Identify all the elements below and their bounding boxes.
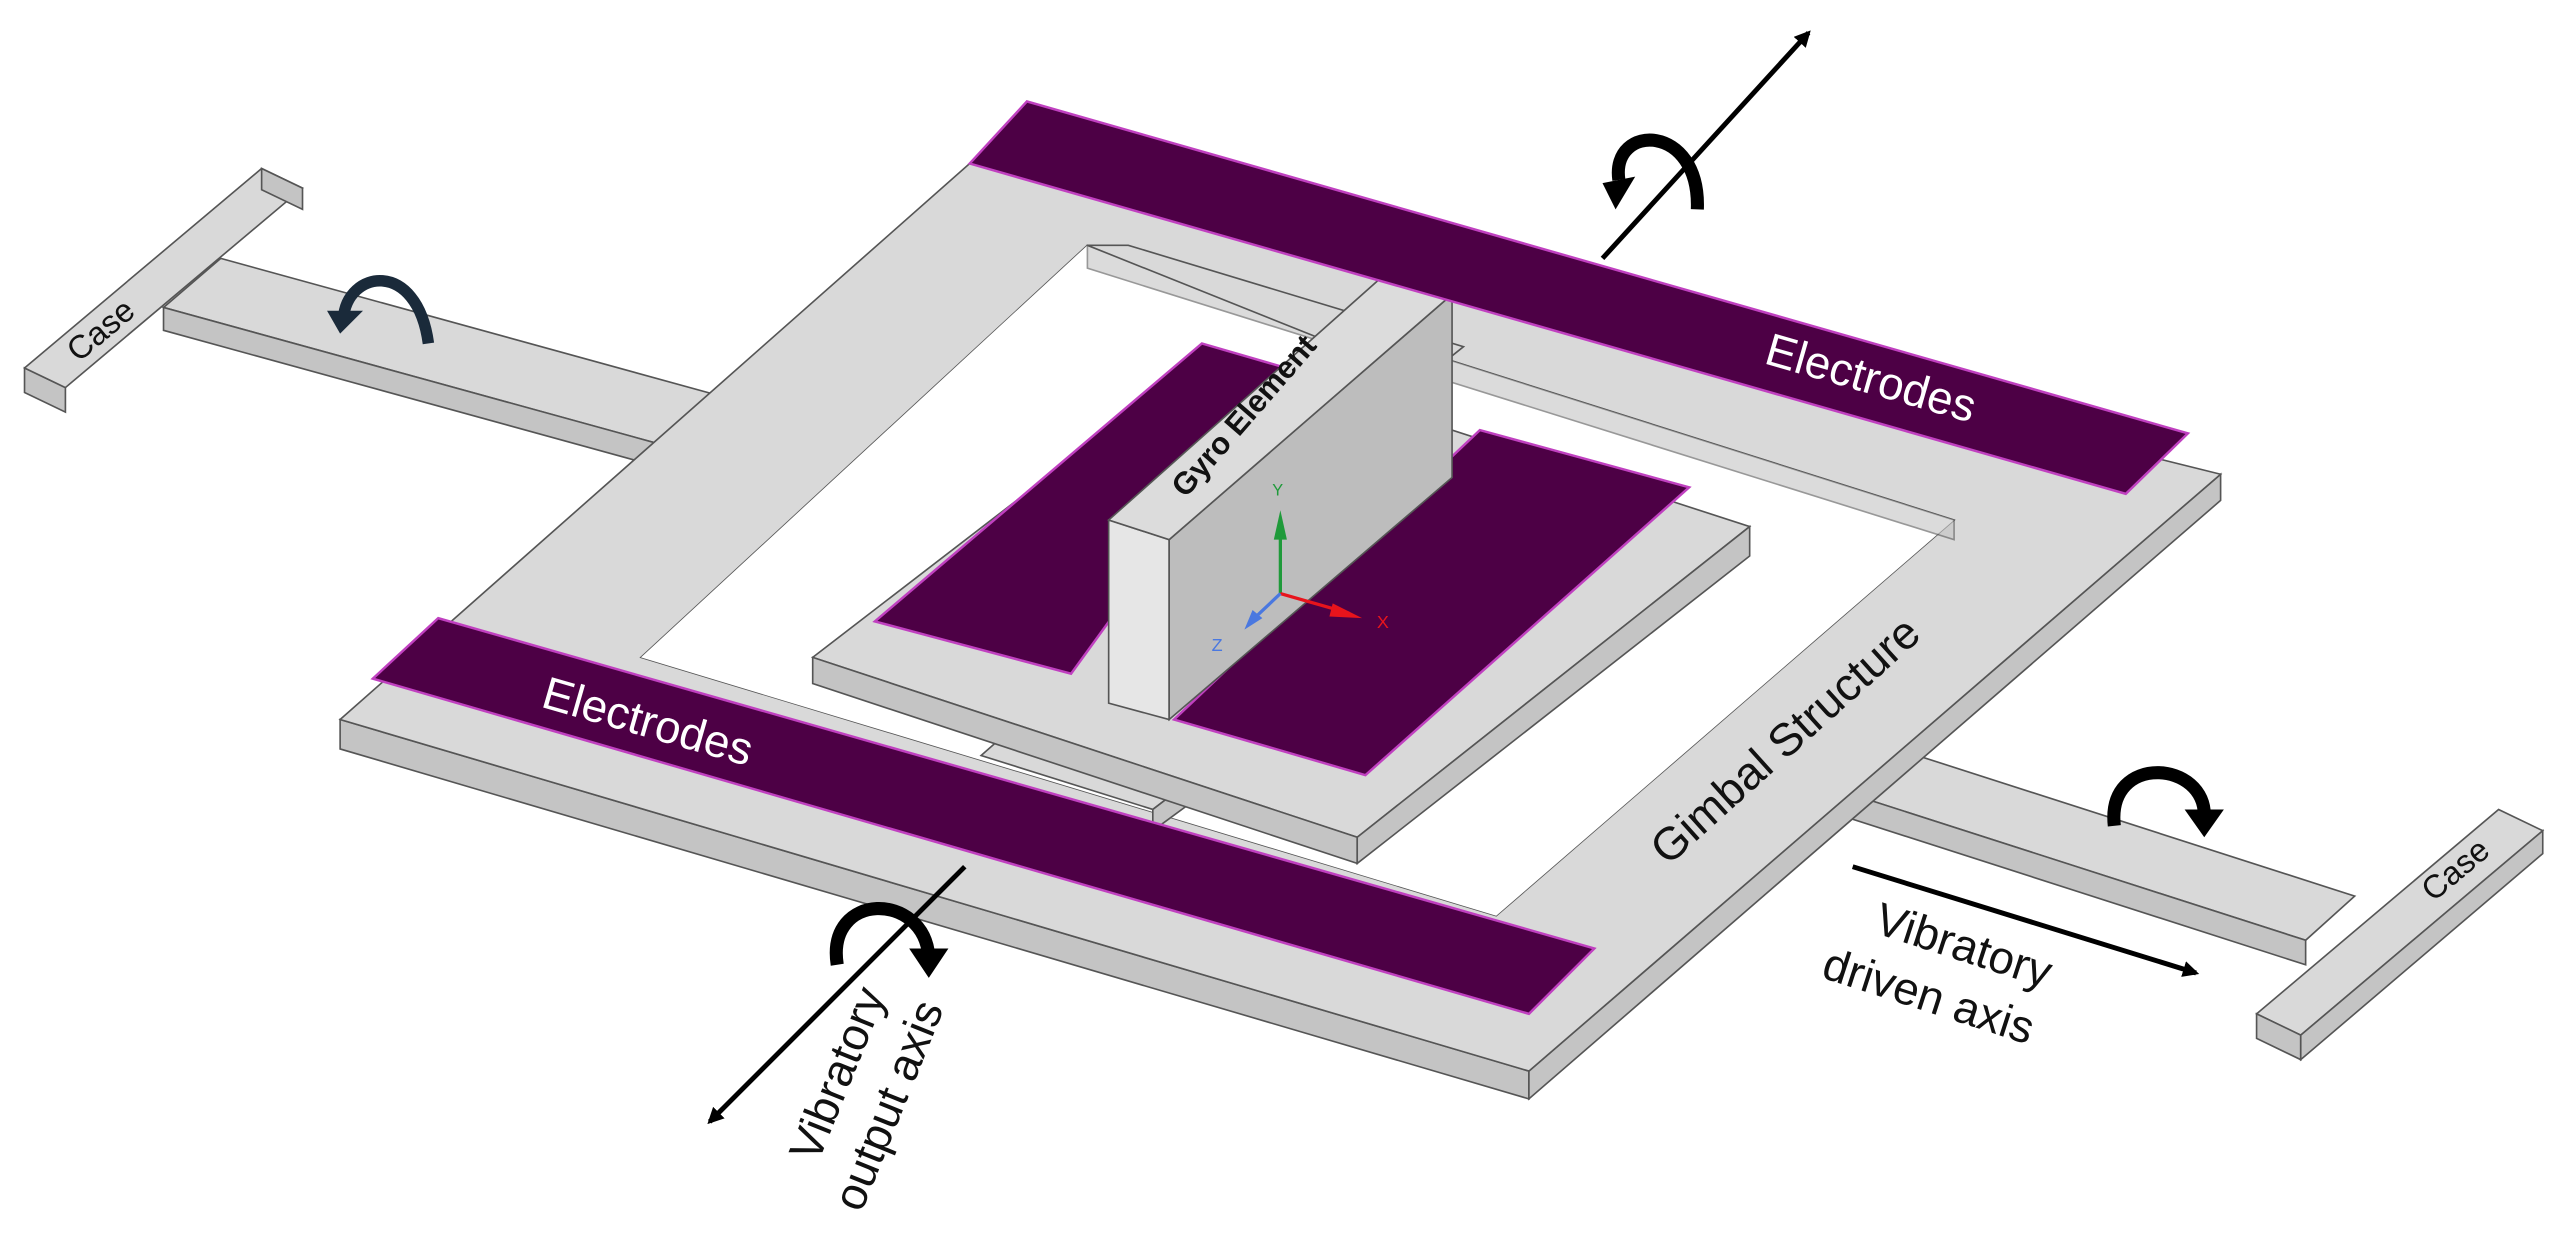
- output-axis-label: Vibratory output axis: [780, 980, 954, 1218]
- output-axis-arrow: [707, 864, 967, 1125]
- x-axis-arrow-icon: [1329, 603, 1363, 619]
- case-left: Case: [23, 167, 722, 469]
- case-right: Case: [1846, 748, 2545, 1062]
- rotation-arrow-icon-bottom: [829, 902, 949, 978]
- rotation-arrow-icon-top: [1602, 133, 1704, 210]
- axis-y-label: Y: [1272, 482, 1283, 500]
- axis-x-label: X: [1377, 612, 1389, 632]
- rotation-arrow-icon-right: [2107, 766, 2224, 838]
- vertical-axis-arrow: [1600, 30, 1811, 261]
- coordinate-triad: Y X Z: [1212, 482, 1389, 655]
- z-axis-arrow-icon: [1244, 609, 1263, 630]
- axis-z-label: Z: [1212, 635, 1223, 655]
- electrode-bottom: Electrodes: [370, 616, 1597, 1016]
- driven-axis-label: Vibratory driven axis: [1817, 893, 2059, 1054]
- y-axis-arrow-icon: [1273, 510, 1287, 540]
- driven-axis-arrow: [1851, 864, 2200, 977]
- rotation-arrow-icon-left: [327, 275, 435, 345]
